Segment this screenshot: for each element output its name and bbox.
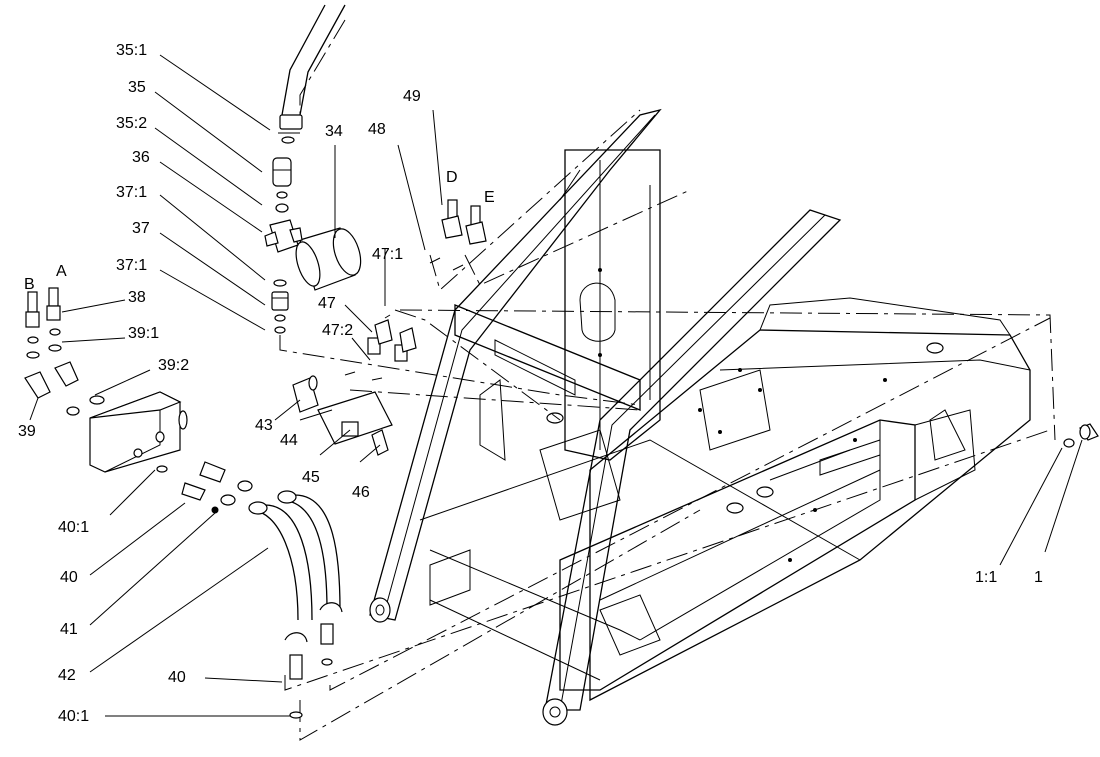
callout-1: 1 [1034,569,1043,586]
callout-43: 43 [255,417,273,434]
callout-40-lower: 40 [168,669,186,686]
fitting-37 [271,279,289,334]
hose-35 [272,4,346,213]
callout-44: 44 [280,432,298,449]
leader-lines [29,54,1083,717]
callout-40-1-upper: 40:1 [58,519,90,536]
callout-37: 37 [132,220,150,237]
callout-40-upper: 40 [60,569,78,586]
callout-42: 42 [58,667,76,684]
main-frame [369,108,1031,726]
callout-35-2: 35:2 [116,115,148,132]
callout-37-1-upper: 37:1 [116,184,148,201]
callout-49: 49 [403,88,421,105]
valve-block-43-46 [292,371,393,456]
callout-39-1: 39:1 [128,325,160,342]
callout-39-2: 39:2 [158,357,190,374]
callout-40-1-lower: 40:1 [58,708,90,725]
hoses-42 [181,461,343,719]
callout-47: 47 [318,295,336,312]
callout-39: 39 [18,423,36,440]
callout-48: 48 [368,121,386,138]
callout-36: 36 [132,149,150,166]
callout-38: 38 [128,289,146,306]
fittings-47-49 [367,199,487,362]
callout-41: 41 [60,621,78,638]
callout-37-1-lower: 37:1 [116,257,148,274]
callout-1-1: 1:1 [975,569,998,586]
assembly-lines [279,19,1056,741]
callout-35-1: 35:1 [116,42,148,59]
pump-body [66,391,188,473]
filter-34 [295,227,362,291]
callout-47-1: 47:1 [372,246,404,263]
callout-a: A [56,263,67,280]
callout-35: 35 [128,79,146,96]
plug-1 [1063,423,1099,448]
callout-e: E [484,189,495,206]
callout-45: 45 [302,469,320,486]
tee-36 [264,219,303,253]
fittings-a-b [24,287,79,399]
callout-47-2: 47:2 [322,322,354,339]
callout-b: B [24,276,35,293]
callout-34: 34 [325,123,343,140]
callout-46: 46 [352,484,370,501]
callout-d: D [446,169,458,186]
